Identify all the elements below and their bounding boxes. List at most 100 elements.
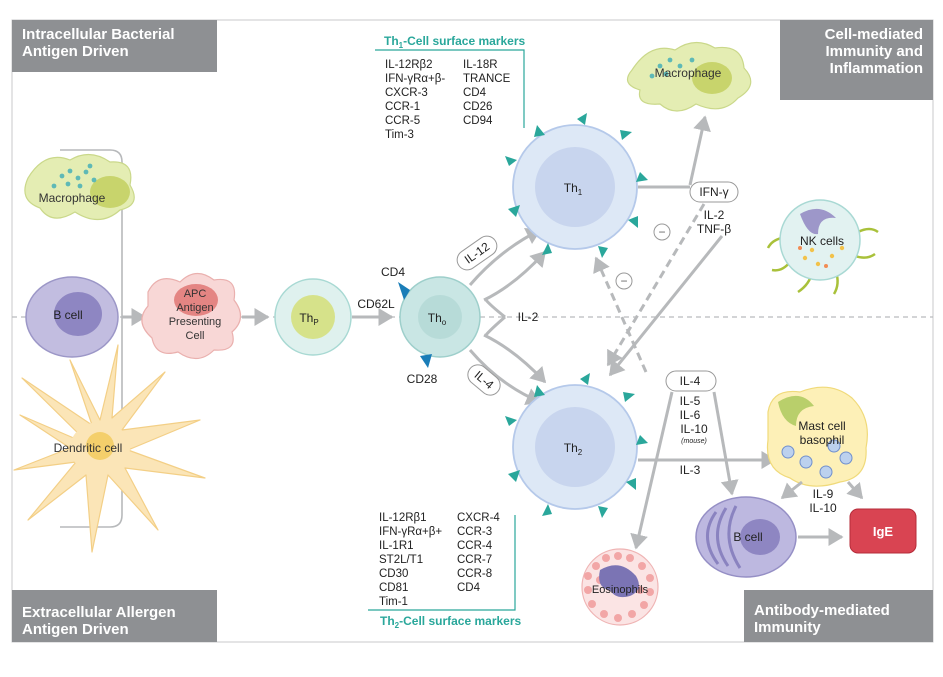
svg-text:IFN-γ: IFN-γ — [699, 185, 728, 199]
dendritic-cell: Dendritic cell — [13, 344, 206, 553]
ifn-gamma-pill: IFN-γ — [689, 181, 739, 203]
apc-label-line2: Antigen — [176, 302, 213, 314]
tnf-beta-label: TNF-β — [697, 222, 731, 236]
corner-tl-line2: Antigen Driven — [22, 43, 129, 60]
arrow-to-b-cell — [712, 391, 739, 496]
arrow-mast-to-bcell — [780, 480, 803, 500]
thp-label: ThP — [299, 311, 318, 327]
th2-marker: Tim-1 — [379, 596, 408, 608]
arrow-tho-to-th1-b — [483, 250, 547, 302]
th1-marker: CXCR-3 — [385, 87, 428, 99]
il4-right-pill: IL-4 — [665, 370, 717, 392]
th2-markers-title: Th2-Cell surface markers — [380, 614, 522, 630]
arrow-tho-to-th2 — [468, 349, 542, 405]
th2-marker: CCR-3 — [457, 526, 492, 538]
cd28-label: CD28 — [407, 372, 438, 386]
th1-markers-title: Th1-Cell surface markers — [384, 34, 526, 50]
tho-label: Tho — [428, 311, 447, 327]
th1-marker: CD4 — [463, 87, 487, 99]
eosinophils: Eosinophils — [581, 548, 659, 626]
th2-marker: ST2L/T1 — [379, 554, 423, 566]
eosinophils-label: Eosinophils — [592, 584, 649, 596]
corner-extracellular: Extracellular Allergen Antigen Driven — [12, 590, 217, 642]
svg-text:−: − — [658, 225, 665, 239]
b-cell-left: B cell — [25, 276, 119, 358]
th1-markers-panel: Th1-Cell surface markers IL-12Rβ2 IFN-γR… — [375, 34, 526, 141]
diagram-frame — [11, 19, 934, 643]
th2-marker: CCR-7 — [457, 554, 492, 566]
svg-text:IL-4: IL-4 — [680, 374, 701, 388]
il2-feedback — [484, 299, 506, 336]
mast-cell: Mast cell basophil — [766, 386, 868, 487]
il12-pill: IL-12 — [456, 235, 498, 271]
th1-marker: TRANCE — [463, 73, 511, 85]
corner-intracellular: Intracellular Bacterial Antigen Driven — [12, 20, 217, 72]
il6-label: IL-6 — [680, 408, 701, 422]
apc-label-line4: Cell — [186, 330, 205, 342]
th2-cell: Th2 — [505, 373, 648, 518]
b-cell-left-label: B cell — [53, 308, 82, 322]
corner-br-line1: Antibody-mediated — [754, 602, 890, 619]
th2-marker: CD30 — [379, 568, 408, 580]
nk-cells: NK cells — [766, 199, 879, 295]
th2-label: Th2 — [564, 441, 583, 457]
apc-cell: APC Antigen Presenting Cell — [141, 272, 242, 360]
left-group-bracket — [60, 149, 123, 528]
minus-icon-1: − — [653, 223, 671, 241]
corner-tr-line2: Immunity and — [825, 43, 923, 60]
il9-label: IL-9 — [813, 487, 834, 501]
macrophage-left: Macrophage — [24, 153, 135, 221]
th1-marker: CD26 — [463, 101, 492, 113]
th1-label: Th1 — [564, 181, 583, 197]
il10-label: IL-10 — [680, 422, 708, 436]
th2-marker: IL-1R1 — [379, 540, 414, 552]
il10-right-label: IL-10 — [809, 501, 837, 515]
th2-marker: IFN-γRα+β+ — [379, 526, 442, 538]
th1-marker: CD94 — [463, 115, 493, 127]
th1-marker: IL-18R — [463, 59, 498, 71]
tho-cell: Tho — [398, 276, 481, 368]
th2-marker: CCR-4 — [457, 540, 493, 552]
corner-bl-line2: Antigen Driven — [22, 621, 129, 638]
ige-label: IgE — [873, 524, 894, 539]
b-cell-right: B cell — [695, 496, 797, 578]
minus-icon-2: − — [615, 272, 633, 290]
mast-cell-label-line2: basophil — [800, 433, 845, 447]
th2-marker: CXCR-4 — [457, 512, 500, 524]
b-cell-right-label: B cell — [733, 530, 762, 544]
th1-cell: Th1 — [505, 113, 648, 258]
th2-marker: IL-12Rβ1 — [379, 512, 427, 524]
corner-br-line2: Immunity — [754, 619, 821, 636]
th1-marker: CCR-5 — [385, 115, 420, 127]
ige-box: IgE — [849, 508, 917, 554]
corner-tr-line3: Inflammation — [829, 60, 923, 77]
nk-cells-label: NK cells — [800, 234, 844, 248]
arrow-tnf-to-th2 — [608, 235, 724, 377]
arrow-tho-to-th2-b — [483, 333, 547, 384]
corner-antibody-mediated: Antibody-mediated Immunity — [744, 590, 933, 642]
il2-right-label: IL-2 — [704, 208, 725, 222]
macrophage-left-label: Macrophage — [39, 191, 106, 205]
th1-marker: IFN-γRα+β- — [385, 73, 445, 85]
cd62l-label: CD62L — [357, 297, 395, 311]
svg-text:−: − — [620, 274, 627, 288]
arrow-mast-to-ige — [846, 481, 864, 500]
apc-label-line3: Presenting — [169, 316, 222, 328]
cd28-receptor — [420, 354, 432, 368]
mouse-note: (mouse) — [681, 438, 707, 445]
dendritic-cell-label: Dendritic cell — [54, 441, 123, 455]
corner-tr-line1: Cell-mediated — [824, 26, 923, 43]
il4-inhibits-th1 — [593, 256, 648, 373]
cd4-receptor — [398, 282, 410, 300]
thp-cell: ThP — [274, 278, 352, 356]
arrow-to-macrophage — [688, 115, 711, 186]
arrow-tho-to-th1 — [468, 227, 542, 286]
th2-marker: CCR-8 — [457, 568, 492, 580]
cd4-label: CD4 — [381, 265, 405, 279]
th2-marker: CD4 — [457, 582, 481, 594]
il3-label: IL-3 — [680, 463, 701, 477]
il5-label: IL-5 — [680, 394, 701, 408]
corner-cell-mediated: Cell-mediated Immunity and Inflammation — [780, 20, 933, 100]
